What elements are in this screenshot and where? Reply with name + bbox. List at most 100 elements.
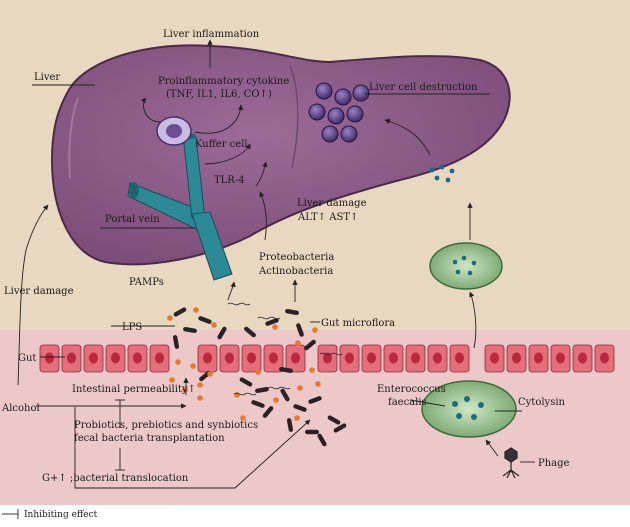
leader-lines [32,84,535,463]
bacterium-rod [317,433,327,447]
lps-particle [315,381,321,387]
gut-cell-nucleus [89,352,98,364]
liver-cell-cluster [308,82,370,143]
label-alcohol: Alcohol [1,403,40,414]
label-phage: Phage [538,458,570,469]
label-kuffer-cell: Kuffer cell [195,139,248,150]
label-gut: Gut [18,353,36,364]
bacterium-flagellum [267,386,291,390]
label-probiotics-1: Probiotics, prebiotics and synbiotics [74,420,258,431]
arrows [17,39,499,489]
lps-particle [197,382,203,388]
label-probiotics-2: fecal bacteria transplantation [74,433,225,444]
enterococcus-lower [421,380,517,438]
lps-particle [312,327,318,333]
gut-cell-nucleus [455,352,464,364]
phage-icon [502,447,520,479]
label-enterococcus-1: Enterococcus [377,384,446,395]
label-liver-damage-top: Liver damage [297,198,367,209]
label-cytolysin: Cytolysin [518,397,566,408]
bacterium-rod [279,366,293,374]
lps-particle [297,385,303,391]
lps-particle [309,367,315,373]
bacterium-rod [293,404,307,412]
gut-cell-nucleus [45,352,54,364]
bacterium-rod [296,323,304,337]
bacterium-flagellum [227,302,251,306]
gut-cell-nucleus [247,352,256,364]
lps-particle [207,371,213,377]
bacterium-flagellum [233,392,257,396]
bacterium-rod [172,335,180,349]
gut-cell-nucleus [203,352,212,364]
bacterium-rod [285,308,299,316]
bacterium-rod [333,423,347,433]
gut-cell-nucleus [367,352,376,364]
bacterium-rod [304,339,316,351]
lps-particle [190,363,196,369]
label-liver-inflammation: Liver inflammation [163,29,260,40]
gut-cell-nucleus [433,352,442,364]
lps-particle [169,377,175,383]
released-cytolysin-dots [429,164,455,183]
label-alt-ast: ALT↑ AST↑ [297,212,358,223]
legend-background [0,505,630,523]
gut-cell-nucleus [291,352,300,364]
label-liver-cell-destruction: Liver cell destruction [369,82,478,93]
lps-particle [193,307,199,313]
gut-cell-nucleus [67,352,76,364]
legend-label: Inhibiting effect [24,510,98,520]
legend-inhibiting: Inhibiting effect [2,509,98,520]
label-enterococcus-2: faecalis [388,397,427,408]
lps-particle [295,340,301,346]
label-translocation: G+↑ ;bacterial translocation [42,473,189,484]
gut-cell-nucleus [534,352,543,364]
label-liver-damage-left: Liver damage [4,286,74,297]
label-portal-vein: Portal vein [105,214,160,225]
gut-cell-nucleus [323,352,332,364]
bacterium-rod [217,326,227,340]
bacterium-rod [265,318,279,326]
gut-cell-nucleus [411,352,420,364]
portal-vein [127,133,233,281]
bacterium-rod [244,326,256,338]
bacterium-rod [327,415,341,425]
gut-cell-nucleus [345,352,354,364]
bacterium-rod [286,418,294,432]
gut-cell-nucleus [269,352,278,364]
gut-cell-nucleus [111,352,120,364]
kuffer-cell [156,116,192,146]
label-gut-microflora: Gut microflora [321,318,395,329]
label-intestinal-permeability: Intestinal permeability↑ [72,384,196,395]
bacterium-rod [198,316,212,324]
label-liver: Liver [34,72,60,83]
bacterium-flagellum [257,316,281,320]
gut-bacteria [167,302,347,447]
gut-cell-nucleus [578,352,587,364]
gut-cell-nucleus [600,352,609,364]
gut-cell-nucleus [490,352,499,364]
gut-cell-nucleus [133,352,142,364]
label-lps: LPS [122,322,142,333]
gut-cell-nucleus [512,352,521,364]
gut-cell-nucleus [155,352,164,364]
gut-cell-nucleus [556,352,565,364]
bacterium-rod [239,377,253,387]
lps-particle [167,315,173,321]
label-proinflammatory-1: Proinflammatory cytokine [158,76,289,87]
label-pamps: PAMPs [129,277,164,288]
lps-particle [255,369,261,375]
bacterium-rod [173,307,187,317]
gut-cell-nucleus [225,352,234,364]
bacterium-rod [308,396,322,404]
lps-particle [273,397,279,403]
label-proinflammatory-2: (TNF, IL1, IL6, CO↑) [166,89,272,100]
lps-particle [272,324,278,330]
bacterium-rod [305,429,319,435]
label-proteobacteria: Proteobacteria [259,252,334,263]
bacterium-rod [251,400,265,408]
bacterium-rod [183,326,197,334]
lps-particle [294,415,300,421]
